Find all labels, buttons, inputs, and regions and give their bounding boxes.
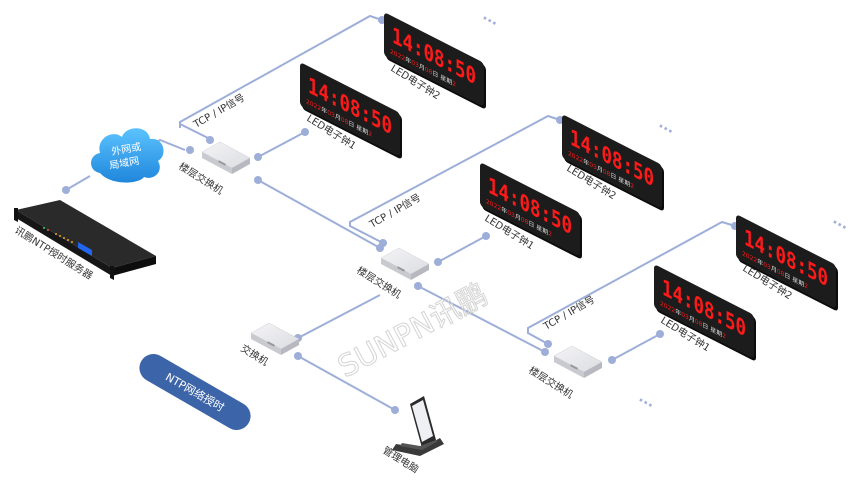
switch2-clock1-link — [437, 235, 487, 263]
switch-laptop-link — [297, 355, 396, 411]
switch: 交换机 — [238, 322, 300, 368]
cloud-label-line1: 外网或 — [110, 141, 142, 158]
switch-icon — [380, 247, 430, 280]
cloud-node: 外网或 局域网 — [91, 128, 164, 183]
group1-signal-drop — [179, 123, 213, 141]
laptop-icon — [392, 396, 444, 456]
led-clock-icon — [300, 63, 400, 156]
connection-dot — [608, 356, 616, 364]
connection-dot — [541, 348, 549, 356]
connection-dot — [544, 340, 552, 348]
group2-signal-link — [349, 114, 561, 244]
floor-switch-3: 楼层交换机 — [526, 345, 603, 401]
switch2-switch3-link — [417, 285, 546, 353]
connection-dot — [186, 146, 194, 154]
connection-dot — [434, 258, 442, 266]
group3-signal-link — [527, 220, 736, 345]
group1-more-indicator: ... — [480, 7, 502, 29]
rack-server-icon — [14, 200, 156, 280]
connection-dot — [301, 128, 309, 136]
led-clock-icon — [736, 215, 836, 308]
connection-dot — [254, 153, 262, 161]
group3-more-indicator: ... — [830, 211, 852, 233]
switch-icon — [201, 141, 251, 174]
connection-dot — [254, 176, 262, 184]
connection-dot — [414, 282, 422, 290]
connection-dot — [482, 232, 490, 240]
ntp-server: 讯鹏NTP授时服务器 — [12, 200, 156, 282]
server-cloud-link — [65, 175, 91, 191]
bottom-more-indicator: ... — [636, 389, 658, 411]
switch1-switch2-link — [257, 179, 381, 249]
switch-icon — [250, 322, 300, 355]
led-clock-icon — [480, 163, 580, 256]
watermark: SUNPN讯鹏 — [332, 277, 493, 385]
management-laptop — [392, 396, 444, 456]
switch3-clock1-link — [611, 333, 661, 361]
group2-more-indicator: ... — [656, 115, 678, 137]
connection-dot — [62, 186, 70, 194]
title-badge: NTP网络授时 — [139, 354, 251, 430]
led-clock-icon — [654, 265, 754, 358]
connection-dot — [379, 239, 387, 247]
floor-switch-2: 楼层交换机 — [354, 247, 430, 301]
connection-dot — [294, 352, 302, 360]
switch1-clock1-link — [257, 131, 306, 158]
led-clock-icon — [384, 13, 484, 106]
connection-dot — [656, 330, 664, 338]
cloud-icon — [91, 128, 164, 183]
switch2-switch-link — [297, 294, 381, 339]
group3-signal-label: TCP / IP信号 — [541, 294, 597, 334]
connection-dot — [391, 406, 399, 414]
led-clock-icon — [562, 115, 662, 208]
switch-icon — [553, 345, 603, 378]
